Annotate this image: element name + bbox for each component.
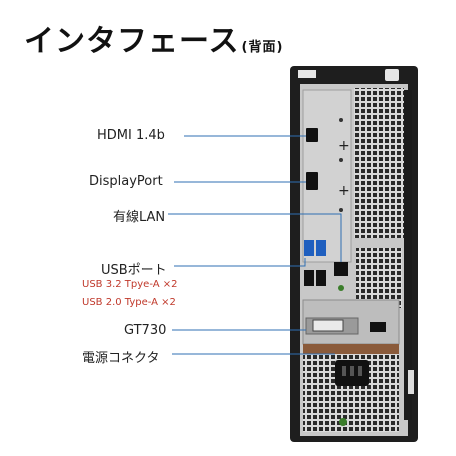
title-subtitle: (背面)	[241, 40, 284, 55]
usb20-port-1	[304, 270, 314, 286]
dvi-port	[312, 319, 344, 332]
top-latch	[298, 70, 316, 78]
screw-2	[339, 158, 343, 162]
side-handle	[408, 370, 414, 394]
screw-1	[339, 118, 343, 122]
label-usb32: USB 3.2 Tpye-A ×2	[82, 279, 178, 290]
psu-cable	[303, 344, 399, 354]
displayport-port	[306, 172, 318, 190]
label-usb: USBポート	[101, 263, 167, 278]
plus-mark-2: +	[338, 183, 350, 199]
vent-middle	[356, 248, 402, 308]
line-usb	[174, 258, 306, 267]
side-strip	[404, 90, 412, 420]
page-title: インタフェース(背面)	[24, 16, 283, 60]
gpu-port	[370, 322, 386, 332]
pin-2	[350, 366, 354, 376]
label-usb20: USB 2.0 Type-A ×2	[82, 297, 176, 308]
pin-3	[358, 366, 362, 376]
callout-lines	[168, 135, 342, 355]
pin-1	[342, 366, 346, 376]
label-gpu: GT730	[124, 323, 167, 338]
psu-led	[339, 418, 347, 426]
label-hdmi: HDMI 1.4b	[97, 128, 165, 143]
label-power: 電源コネクタ	[82, 351, 160, 366]
usb32-port-1	[304, 240, 314, 256]
hdmi-port	[306, 128, 318, 142]
audio-jack	[338, 285, 344, 291]
usb32-port-2	[316, 240, 326, 256]
title-text: インタフェース	[24, 24, 240, 59]
label-displayport: DisplayPort	[89, 174, 163, 189]
plus-mark-1: +	[338, 138, 350, 154]
screw-3	[339, 208, 343, 212]
line-lan	[168, 213, 342, 262]
usb20-port-2	[316, 270, 326, 286]
lan-port	[334, 262, 348, 276]
label-lan: 有線LAN	[113, 210, 166, 225]
lock-slot	[385, 69, 399, 81]
vent-upper	[354, 88, 404, 238]
